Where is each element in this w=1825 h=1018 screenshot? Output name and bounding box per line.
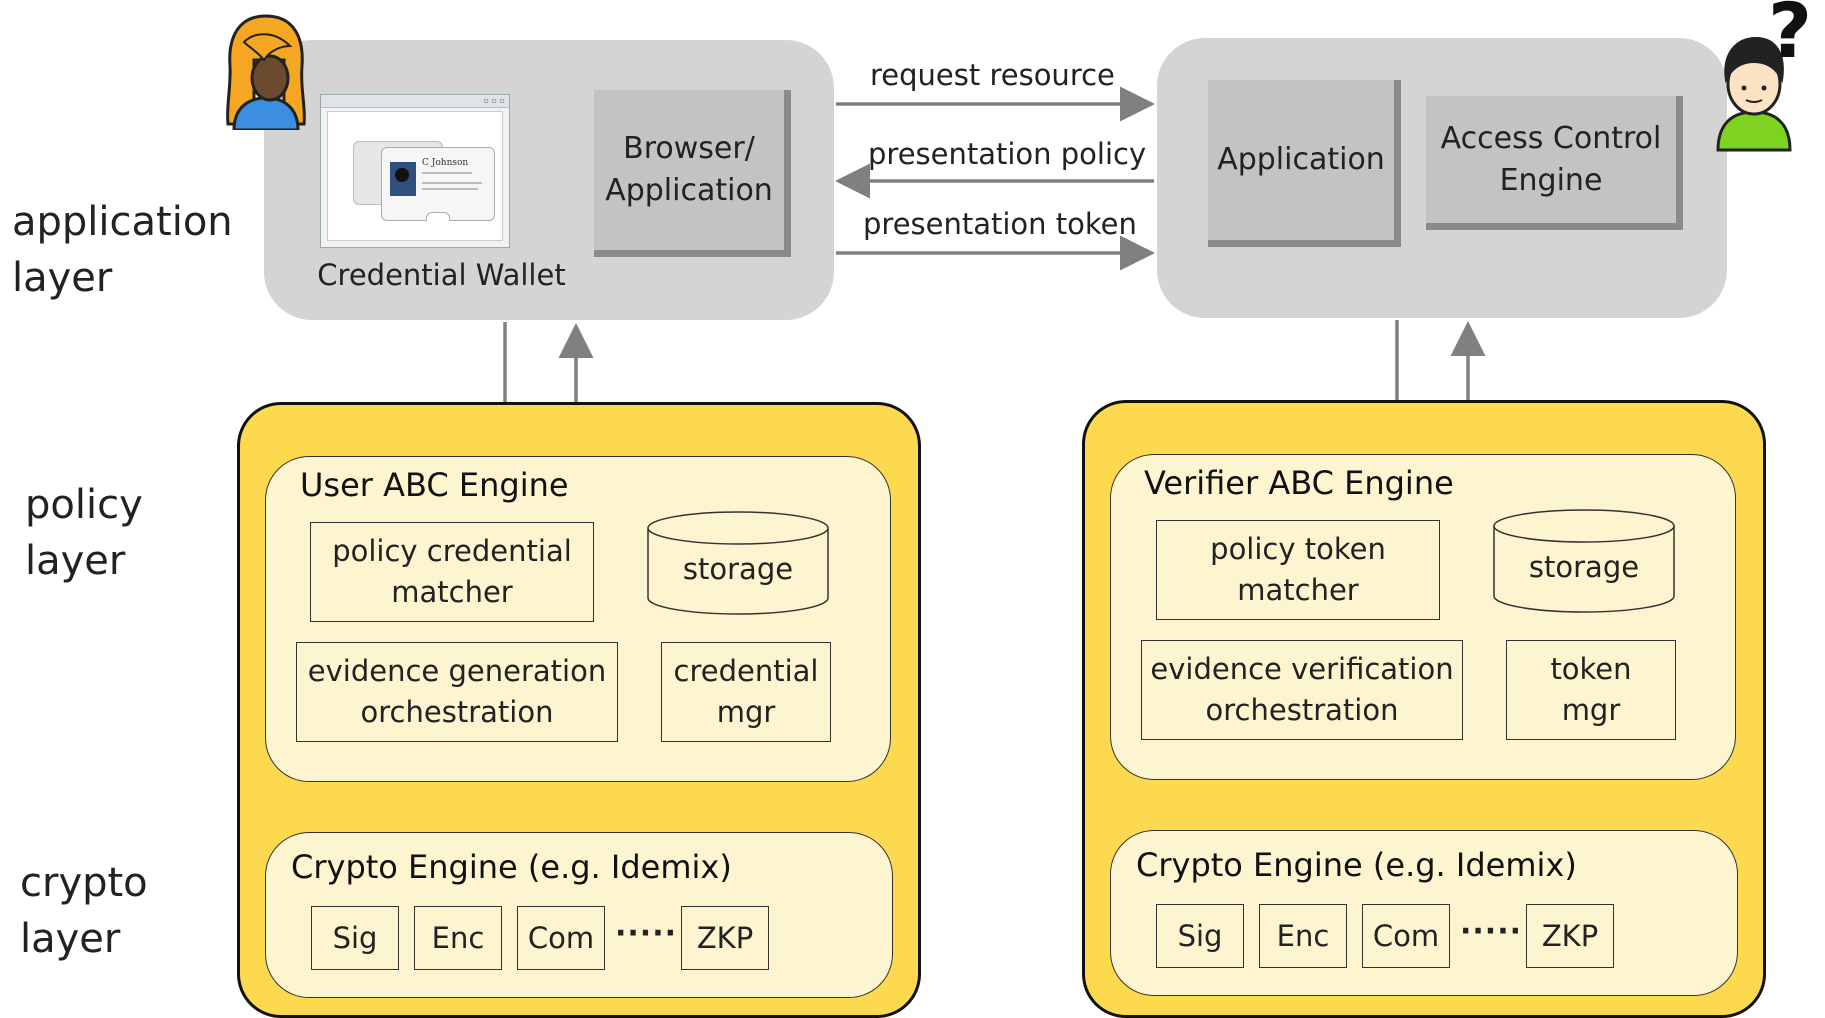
user-crypto-engine-title: Crypto Engine (e.g. Idemix) <box>291 848 732 886</box>
credential-mgr[interactable]: credential mgr <box>661 642 831 742</box>
user-storage-cylinder[interactable]: storage <box>646 510 830 616</box>
verifier-application-box[interactable]: Application <box>1208 80 1401 247</box>
verifier-storage-label: storage <box>1528 550 1640 584</box>
policy-layer-label-line1: policy <box>25 482 143 528</box>
crypto-layer-label-line2: layer <box>20 916 121 962</box>
verifier-crypto-sig[interactable]: Sig <box>1156 904 1244 968</box>
verifier-application-label: Application <box>1217 142 1385 177</box>
evidence-verification-orchestration[interactable]: evidence verification orchestration <box>1141 640 1463 740</box>
policy-layer-label-line2: layer <box>25 538 126 584</box>
application-layer-label-line1: application <box>12 199 233 245</box>
policy-layer-label: policy layer <box>25 477 143 589</box>
access-control-line2: Engine <box>1499 162 1603 198</box>
credential-mgr-line1: credential <box>673 654 819 688</box>
verifier-crypto-enc[interactable]: Enc <box>1259 904 1347 968</box>
evidence-generation-line2: orchestration <box>360 695 554 729</box>
token-mgr[interactable]: token mgr <box>1506 640 1676 740</box>
user-crypto-zkp[interactable]: ZKP <box>681 906 769 970</box>
user-crypto-ellipsis: ····· <box>615 916 677 951</box>
presentation-policy-label: presentation policy <box>868 137 1147 171</box>
policy-token-matcher[interactable]: policy token matcher <box>1156 520 1440 620</box>
policy-credential-matcher[interactable]: policy credential matcher <box>310 522 594 622</box>
credential-mgr-line2: mgr <box>716 695 776 729</box>
user-avatar-icon <box>224 12 308 132</box>
crypto-layer-label-line1: crypto <box>20 860 148 906</box>
evidence-verification-line2: orchestration <box>1205 693 1399 727</box>
verifier-avatar-icon: ? <box>1710 0 1825 152</box>
application-layer-label: application layer <box>12 194 233 306</box>
verifier-abc-engine-title: Verifier ABC Engine <box>1144 464 1454 502</box>
user-storage-label: storage <box>682 552 794 586</box>
evidence-verification-line1: evidence verification <box>1150 652 1454 686</box>
verifier-crypto-ellipsis: ····· <box>1460 914 1522 949</box>
verifier-storage-cylinder[interactable]: storage <box>1492 508 1676 614</box>
user-abc-engine-title: User ABC Engine <box>300 466 569 504</box>
verifier-crypto-zkp[interactable]: ZKP <box>1526 904 1614 968</box>
verifier-crypto-com[interactable]: Com <box>1362 904 1450 968</box>
browser-application-line1: Browser/ <box>623 131 755 166</box>
browser-application-box[interactable]: Browser/Application <box>594 90 791 257</box>
user-crypto-enc[interactable]: Enc <box>414 906 502 970</box>
presentation-token-label: presentation token <box>863 207 1137 241</box>
access-control-line1: Access Control <box>1440 120 1662 156</box>
verifier-crypto-engine-title: Crypto Engine (e.g. Idemix) <box>1136 846 1577 884</box>
token-mgr-line2: mgr <box>1561 693 1621 727</box>
credential-wallet-icon[interactable]: ▫ ▫ ▫ C Johnson <box>320 94 510 248</box>
policy-credential-matcher-line1: policy credential <box>332 534 572 568</box>
credential-wallet-label: Credential Wallet <box>317 258 566 292</box>
policy-token-matcher-line1: policy token <box>1210 532 1386 566</box>
application-layer-label-line2: layer <box>12 255 113 301</box>
policy-credential-matcher-line2: matcher <box>391 575 513 609</box>
evidence-generation-line1: evidence generation <box>307 654 607 688</box>
evidence-generation-orchestration[interactable]: evidence generation orchestration <box>296 642 618 742</box>
browser-application-line2: Application <box>605 173 773 208</box>
user-crypto-com[interactable]: Com <box>517 906 605 970</box>
request-resource-label: request resource <box>870 58 1115 92</box>
token-mgr-line1: token <box>1550 652 1632 686</box>
wallet-card-name: C Johnson <box>422 158 469 168</box>
user-crypto-sig[interactable]: Sig <box>311 906 399 970</box>
crypto-layer-label: crypto layer <box>20 855 148 967</box>
question-mark-icon: ? <box>1768 0 1813 75</box>
policy-token-matcher-line2: matcher <box>1237 573 1359 607</box>
